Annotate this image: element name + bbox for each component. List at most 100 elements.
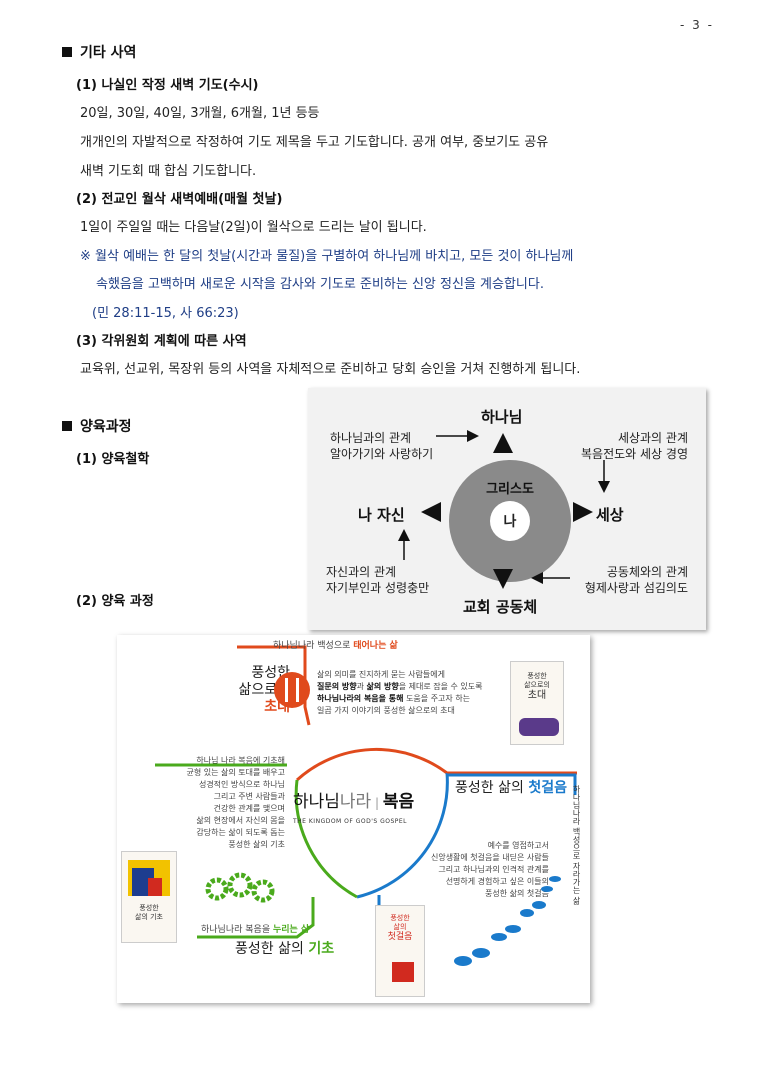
item3-title: (3) 각위원회 계획에 따른 사역	[76, 334, 247, 349]
desc-line: 신앙생활에 첫걸음을 내딛은 사람들	[430, 853, 549, 862]
foundation-description: 하나님 나라 복음에 기초해 균형 있는 삶의 토대를 배우고 성경적인 방식으…	[153, 755, 286, 851]
center-title-a: 하나님	[293, 792, 340, 812]
desc-line: 균형 있는 삶의 토대를 배우고	[186, 768, 286, 777]
desc-line: 예수를 영접하고서	[487, 841, 549, 850]
relation-god: 하나님과의 관계 알아가기와 사랑하기	[330, 430, 433, 462]
desc-line: 일곱 가지 이야기의 풍성한 삶으로의 초대	[317, 706, 455, 715]
book-invite-cover: 풍성한 삶으로의 초대	[510, 661, 564, 745]
book-foundation-cover: 풍성한 삶의 기초	[121, 851, 177, 943]
desc-text: 도움을 주고자 하는	[403, 694, 471, 703]
label-church-community: 교회 공동체	[463, 598, 538, 616]
desc-line: 그리고 주변 사람들과	[213, 792, 285, 801]
item2-title: (2) 전교인 월삭 새벽예배(매월 첫날)	[76, 192, 283, 207]
foundation-title-highlight: 기초	[308, 941, 335, 957]
relation-desc: 복음전도와 세상 경영	[581, 447, 688, 461]
desc-line: 삶의 의미를 진지하게 묻는 사람들에게	[317, 670, 445, 679]
desc-line: 선명하게 경험하고 싶은 이들의	[445, 877, 549, 886]
first-steps-description: 예수를 영접하고서 신앙생활에 첫걸음을 내딛은 사람들 그리고 하나님과의 인…	[419, 840, 549, 900]
cover-art	[148, 878, 162, 896]
item1-line: 개개인의 자발적으로 작정하여 기도 제목을 두고 기도합니다. 공개 여부, …	[80, 135, 549, 150]
course-diagram: 하나님나라 백성으로 태어나는 삶 풍성한 삶으로의 초대 삶의 의미를 진지하…	[117, 635, 590, 1003]
first-steps-text: 풍성한 삶의	[455, 780, 529, 796]
item2-note-reference: (민 28:11-15, 사 66:23)	[92, 306, 239, 321]
item1-line: 20일, 30일, 40일, 3개월, 6개월, 1년 등등	[80, 106, 320, 121]
book-title-line: 풍성한	[139, 904, 159, 912]
relation-desc: 자기부인과 성령충만	[326, 581, 430, 595]
item3-line: 교육위, 선교위, 목장위 등의 사역을 자체적으로 준비하고 당회 승인을 거…	[80, 362, 581, 377]
book-title: 풍성한 삶의 기초	[122, 904, 176, 922]
center-title-c: 복음	[382, 792, 415, 812]
desc-line: 건강한 관계를 맺으며	[213, 804, 285, 813]
section-title-text: 기타 사역	[80, 45, 137, 61]
center-subtitle: THE KINGDOM OF GOD'S GOSPEL	[293, 818, 408, 825]
section-title-text: 양육과정	[80, 419, 132, 435]
book-title-line: 삶으로의	[524, 681, 550, 689]
square-bullet-icon	[62, 421, 72, 431]
gears-icon	[205, 872, 275, 903]
relation-community: 공동체와의 관계 형제사랑과 섬김의도	[576, 564, 688, 596]
book-title-line: 풍성한	[527, 672, 547, 680]
utensils-icon	[274, 672, 310, 708]
desc-text: 과	[356, 682, 367, 691]
sofa-image	[519, 718, 559, 736]
center-title-b: 나라	[339, 792, 372, 812]
top-banner: 하나님나라 백성으로 태어나는 삶	[273, 640, 398, 652]
ring-label-christ: 그리스도	[486, 482, 534, 497]
item1-line: 새벽 기도회 때 합심 기도합니다.	[80, 164, 257, 179]
relation-title: 공동체와의 관계	[606, 565, 688, 579]
banner-highlight: 누리는 삶	[272, 925, 310, 935]
item1-title: (1) 나실인 작정 새벽 기도(수시)	[76, 78, 259, 93]
relation-arrows	[398, 430, 610, 589]
banner-highlight: 태어나는 삶	[353, 641, 398, 651]
foundation-title-text: 풍성한 삶의	[235, 941, 309, 957]
first-steps-highlight: 첫걸음	[528, 780, 567, 796]
desc-line: 풍성한 삶의 기초	[228, 840, 285, 849]
relation-desc: 형제사랑과 섬김의도	[584, 581, 688, 595]
label-world: 세상	[596, 506, 624, 524]
invite-description: 삶의 의미를 진지하게 묻는 사람들에게 질문의 방향과 삶의 방향을 제대로 …	[317, 669, 483, 717]
relation-self: 자신과의 관계 자기부인과 성령충만	[326, 564, 429, 596]
desc-line: 감당하는 삶이 되도록 돕는	[196, 828, 285, 837]
section-title-discipleship: 양육과정	[62, 416, 132, 436]
book-title-line: 초대	[527, 690, 547, 701]
course-lines	[155, 645, 577, 939]
item2-note-line: ※ 월삭 예배는 한 달의 첫날(시간과 물질)을 구별하여 하나님께 바치고,…	[80, 249, 574, 264]
desc-line: 그리고 하나님과의 인격적 관계를	[438, 865, 549, 874]
philosophy-diagram: 하나님 나 자신 세상 교회 공동체 하나님과의 관계 알아가기와 사랑하기 세…	[308, 388, 706, 630]
desc-bold: 하나님나라의 복음을 통해	[317, 694, 404, 703]
christ-ring: 그리스도 나	[449, 460, 571, 582]
item2-line: 1일이 주일일 때는 다음날(2일)이 월삭으로 드리는 날이 됩니다.	[80, 220, 427, 235]
label-self: 나 자신	[358, 506, 405, 524]
book-title: 풍성한 삶으로의 초대	[511, 672, 563, 702]
desc-text: 을 제대로 잡을 수 있도록	[398, 682, 483, 691]
book-title-line: 풍성한	[390, 914, 410, 922]
relation-title: 세상과의 관계	[617, 431, 688, 445]
relation-world: 세상과의 관계 복음전도와 세상 경영	[578, 430, 688, 462]
desc-line: 풍성한 삶의 첫걸음	[485, 889, 549, 898]
item2-note-line: 속했음을 고백하며 새로운 시작을 감사와 기도로 준비하는 신앙 정신을 계승…	[96, 277, 544, 292]
desc-bold: 질문의 방향	[317, 682, 357, 691]
center-title: 하나님나라 | 복음 THE KINGDOM OF GOD'S GOSPEL	[293, 787, 455, 825]
sub-title-course: (2) 양육 과정	[76, 594, 154, 609]
book-title-line: 삶의	[393, 923, 407, 931]
book-title: 풍성한 삶의 첫걸음	[376, 914, 424, 943]
banner-text: 하나님나라 복음을	[201, 925, 273, 935]
book-title-line: 첫걸음	[387, 932, 413, 942]
desc-line: 하나님 나라 복음에 기초해	[196, 756, 285, 765]
banner-text: 하나님나라 백성으로	[273, 641, 354, 651]
foundation-title: 풍성한 삶의 기초	[235, 941, 334, 958]
book-title-line: 삶의 기초	[135, 913, 163, 921]
side-vertical-text: 하나님나라 백성으로 자라가는 삶	[572, 785, 581, 905]
section-title-other-ministries: 기타 사역	[62, 42, 136, 62]
desc-line: 삶의 현장에서 자신의 몸을	[196, 816, 285, 825]
ring-center-me: 나	[490, 501, 530, 541]
square-bullet-icon	[62, 47, 72, 57]
sub-title-philosophy: (1) 양육철학	[76, 452, 150, 467]
book-first-steps-cover: 풍성한 삶의 첫걸음	[375, 905, 425, 997]
relation-title: 하나님과의 관계	[330, 431, 412, 445]
bottom-banner: 하나님나라 복음을 누리는 삶	[201, 924, 309, 936]
footprints-icon	[454, 876, 561, 966]
cover-art	[392, 962, 414, 982]
first-steps-title: 풍성한 삶의 첫걸음	[455, 780, 567, 797]
relation-desc: 알아가기와 사랑하기	[330, 447, 434, 461]
